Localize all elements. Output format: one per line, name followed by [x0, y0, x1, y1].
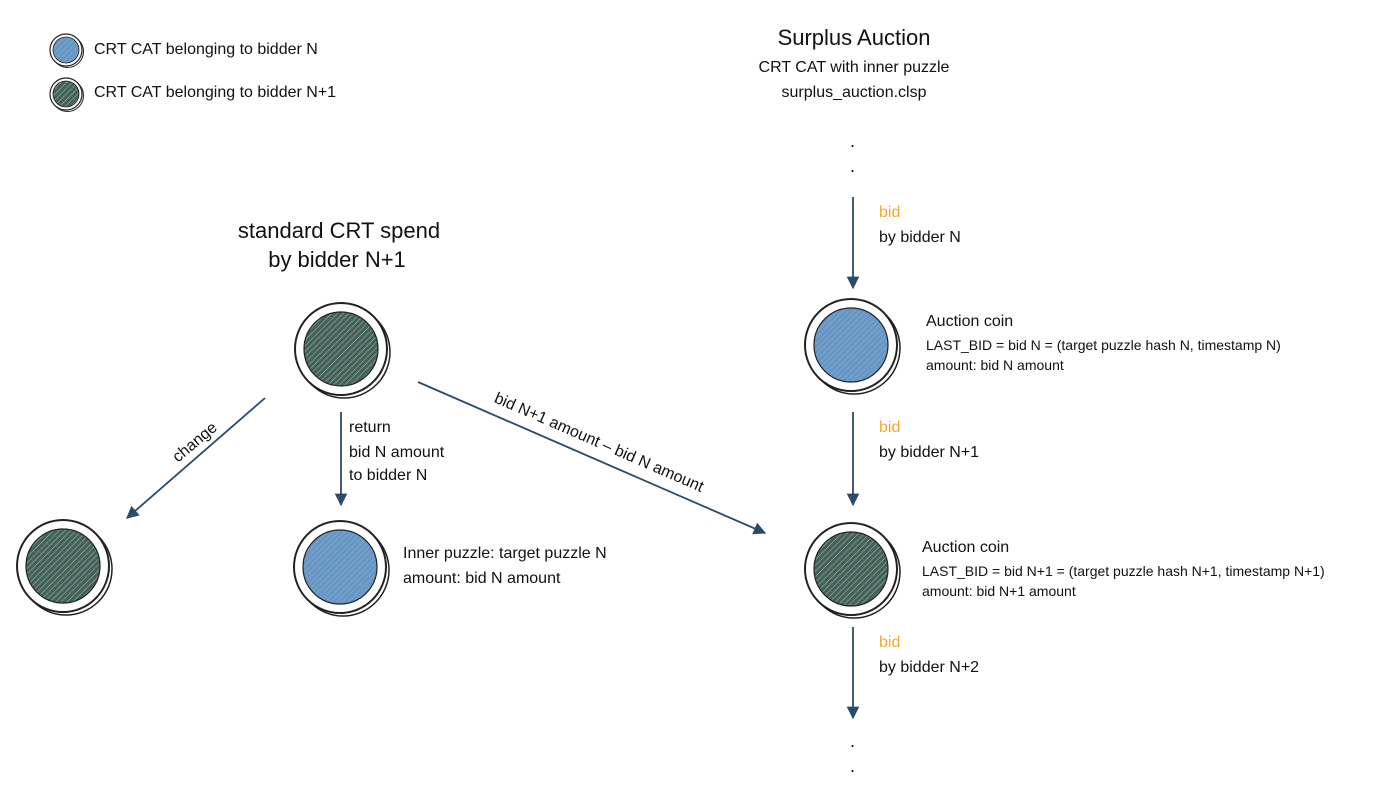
surplus-arrow — [417, 381, 767, 535]
left-title-line1: standard CRT spend — [237, 218, 441, 243]
bid-by-n2: by bidder N+2 — [879, 659, 980, 676]
continuation-dot: . — [850, 131, 856, 151]
return-label-line2: bid N amount — [349, 444, 445, 461]
auction-coin-n-icon — [804, 298, 901, 395]
left-title-line2: by bidder N+1 — [268, 247, 406, 272]
change-arrow — [126, 397, 266, 519]
change-coin-icon — [16, 519, 113, 616]
surplus-diagonal-label: bid N+1 amount – bid N amount — [492, 390, 707, 496]
continuation-dot: . — [850, 731, 856, 751]
legend-dark-coin-icon — [49, 77, 85, 113]
auction-coin-n1-icon — [804, 522, 901, 619]
auction-coin-n1-lastbid: LAST_BID = bid N+1 = (target puzzle hash… — [922, 563, 1325, 579]
continuation-dot: . — [850, 156, 856, 176]
surplus-auction-title: Surplus Auction — [777, 25, 931, 50]
bid-by-n: by bidder N — [879, 229, 961, 246]
legend-label-bidder-n: CRT CAT belonging to bidder N — [94, 41, 318, 58]
bid-word-n1: bid — [879, 419, 901, 436]
inner-puzzle-label: Inner puzzle: target puzzle N — [403, 545, 607, 562]
continuation-dot: . — [850, 756, 856, 776]
return-label-line3: to bidder N — [349, 467, 428, 484]
legend-blue-coin-icon — [49, 33, 85, 69]
auction-coin-n1-amount: amount: bid N+1 amount — [922, 583, 1076, 599]
auction-coin-n-amount: amount: bid N amount — [926, 357, 1064, 373]
bidder-n1-source-coin-icon — [294, 302, 391, 399]
returned-coin-icon — [293, 520, 390, 617]
inner-amount-label: amount: bid N amount — [403, 570, 561, 587]
auction-coin-n1-title: Auction coin — [922, 539, 1010, 556]
bid-word-n2: bid — [879, 634, 901, 651]
auction-coin-n-lastbid: LAST_BID = bid N = (target puzzle hash N… — [926, 337, 1281, 353]
bid-by-n1: by bidder N+1 — [879, 444, 980, 461]
auction-coin-n-title: Auction coin — [926, 313, 1014, 330]
bid-word-n: bid — [879, 204, 901, 221]
legend-label-bidder-n1: CRT CAT belonging to bidder N+1 — [94, 84, 337, 101]
return-label-line1: return — [349, 419, 391, 436]
surplus-auction-subtitle: CRT CAT with inner puzzle — [758, 59, 950, 76]
surplus-auction-filename: surplus_auction.clsp — [781, 84, 927, 101]
